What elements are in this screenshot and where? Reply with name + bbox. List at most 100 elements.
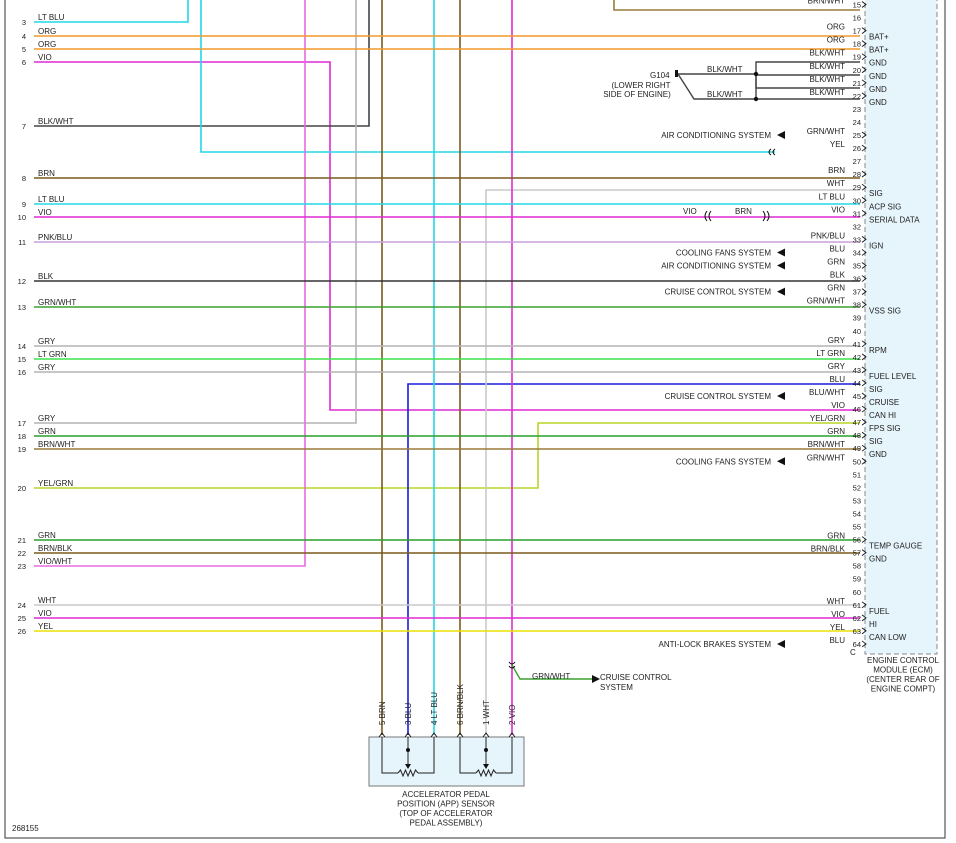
left-wire-color: GRN/WHT bbox=[38, 298, 76, 307]
connector-bracket bbox=[762, 210, 770, 222]
left-wire-color: WHT bbox=[38, 596, 56, 605]
wire-6-vio bbox=[34, 61, 860, 411]
ground-location-line-2: SIDE OF ENGINE) bbox=[603, 90, 671, 99]
connector-bracket bbox=[704, 210, 712, 222]
ecm-pin-number: 47 bbox=[853, 418, 861, 427]
left-wire-number: 24 bbox=[18, 601, 26, 610]
pin-terminal bbox=[861, 236, 867, 243]
pin-terminal bbox=[861, 536, 867, 543]
system-reference: COOLING FANS SYSTEM bbox=[676, 457, 771, 466]
ground-wire-upper bbox=[678, 61, 860, 75]
pin-terminal bbox=[861, 27, 867, 34]
diagram-id: 268155 bbox=[12, 824, 39, 833]
pin-terminal bbox=[861, 170, 867, 178]
ecm-pin-color: PNK/BLU bbox=[811, 231, 845, 240]
resistor-lead bbox=[418, 737, 435, 774]
wiper-arrow bbox=[405, 764, 411, 769]
ecm-title-line: ENGINE COMPT) bbox=[871, 685, 936, 694]
ecm-pin-number: 30 bbox=[853, 196, 861, 205]
ecm-pin-number: 34 bbox=[853, 248, 861, 257]
ecm-pin-number: 53 bbox=[853, 496, 861, 505]
pin-terminal bbox=[861, 144, 867, 152]
pin-terminal bbox=[861, 340, 867, 348]
ecm-pin-number: 58 bbox=[853, 562, 861, 571]
ecm-pin-number: 25 bbox=[853, 131, 861, 140]
left-wire-number: 12 bbox=[18, 277, 26, 286]
wire-23-vio-wht bbox=[34, 0, 306, 567]
ecm-pin-color: GRN bbox=[827, 427, 845, 436]
left-wire-color: BRN bbox=[38, 169, 55, 178]
ecm-pin-number: 55 bbox=[853, 523, 861, 532]
pin-terminal bbox=[861, 640, 867, 648]
ecm-pin-number: 15 bbox=[853, 1, 861, 10]
left-wire-number: 20 bbox=[18, 484, 26, 493]
left-wire-color: BLK bbox=[38, 272, 54, 281]
ecm-pin-color: BLK/WHT bbox=[809, 62, 845, 71]
app-pin-terminal bbox=[378, 732, 386, 738]
pin-terminal bbox=[861, 353, 867, 361]
ecm-pin-color: ORG bbox=[827, 23, 845, 32]
ecm-pin-color: BRN/WHT bbox=[808, 0, 845, 6]
ecm-title-line: MODULE (ECM) bbox=[873, 666, 933, 675]
ecm-pin-number: 51 bbox=[853, 470, 861, 479]
splice-dot bbox=[484, 748, 488, 752]
wiper-arrow bbox=[483, 764, 489, 769]
ecm-pin-color: BLK bbox=[830, 271, 846, 280]
ecm-pin-color: GRN bbox=[827, 258, 845, 267]
ground-symbol bbox=[675, 70, 678, 77]
left-wire-color: GRN bbox=[38, 427, 56, 436]
ecm-pin-color: GRN/WHT bbox=[807, 127, 845, 136]
app-title-line: PEDAL ASSEMBLY) bbox=[410, 819, 483, 828]
connector-bracket bbox=[768, 148, 776, 156]
ecm-pin-function: GND bbox=[869, 72, 887, 81]
left-wire-number: 7 bbox=[22, 122, 26, 131]
ecm-pin-number: 33 bbox=[853, 235, 861, 244]
splice-dot bbox=[753, 96, 759, 102]
ecm-pin-color: YEL/GRN bbox=[810, 414, 845, 423]
ecm-pin-number: 43 bbox=[853, 366, 861, 375]
resistor-lead bbox=[459, 737, 476, 774]
pin-terminal bbox=[861, 366, 867, 374]
ecm-pin-color: YEL bbox=[830, 623, 846, 632]
wires-layer bbox=[34, 0, 860, 735]
ecm-pin-color: YEL bbox=[830, 140, 846, 149]
ecm-pin-function: GND bbox=[869, 555, 887, 564]
system-reference: AIR CONDITIONING SYSTEM bbox=[661, 262, 771, 271]
connector-bracket bbox=[508, 661, 516, 669]
ecm-pin-number: 36 bbox=[853, 275, 861, 284]
ecm-pin-function: SERIAL DATA bbox=[869, 215, 920, 224]
app-pin-terminal bbox=[430, 732, 438, 738]
reference-arrow bbox=[777, 131, 785, 139]
ecm-pin-number: 17 bbox=[853, 27, 861, 36]
ecm-pin-function: BAT+ bbox=[869, 46, 889, 55]
ecm-pin-color: WHT bbox=[827, 179, 845, 188]
ecm-pin-number: 39 bbox=[853, 314, 861, 323]
left-wire-number: 9 bbox=[22, 200, 26, 209]
ecm-pin-function: BAT+ bbox=[869, 33, 889, 42]
ecm-pins-layer: 15BRN/WHT1617ORGBAT+18ORGBAT+19BLK/WHTGN… bbox=[807, 0, 922, 649]
ecm-pin-number: 38 bbox=[853, 301, 861, 310]
app-title-line: POSITION (APP) SENSOR bbox=[397, 800, 495, 809]
left-wire-color: LT BLU bbox=[38, 195, 65, 204]
ecm-pin-color: GRN/WHT bbox=[807, 297, 845, 306]
left-wire-number: 5 bbox=[22, 45, 26, 54]
ecm-pin-function: CAN HI bbox=[869, 411, 896, 420]
ecm-pin-number: 50 bbox=[853, 457, 861, 466]
ecm-pin-color: BRN bbox=[828, 166, 845, 175]
wire-lt-blu-26 bbox=[200, 0, 775, 153]
ecm-pin-number: 22 bbox=[853, 92, 861, 101]
app-pin-terminal bbox=[404, 732, 412, 738]
ecm-pin-number: 56 bbox=[853, 536, 861, 545]
pin-terminal bbox=[861, 183, 867, 191]
ecm-pin-function: SIG bbox=[869, 437, 883, 446]
pin-terminal bbox=[861, 1, 867, 8]
app-pin-color: WHT bbox=[482, 700, 491, 718]
app-pin-number: 5 bbox=[378, 720, 387, 725]
resistor bbox=[397, 768, 419, 778]
ecm-pin-number: 18 bbox=[853, 40, 861, 49]
ecm-pin-number: 64 bbox=[853, 640, 861, 649]
ecm-pin-color: BLU bbox=[829, 636, 845, 645]
ecm-pin-number: 20 bbox=[853, 66, 861, 75]
